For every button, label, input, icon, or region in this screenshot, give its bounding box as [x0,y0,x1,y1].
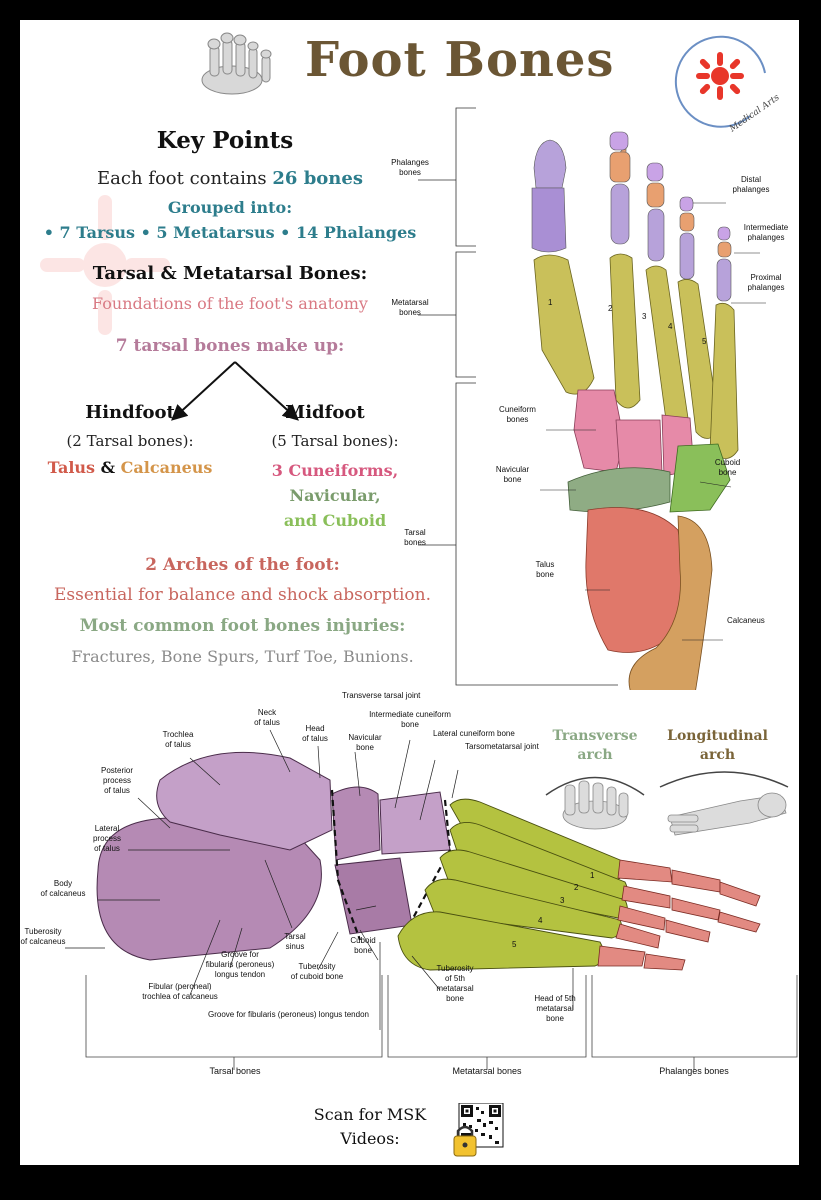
label-groove-bottom: Groove for fibularis (peroneus) longus t… [208,1010,369,1019]
qr-code-icon[interactable] [453,1103,505,1158]
talus-label: Talus [47,458,96,477]
foundations-text: Foundations of the foot's anatomy [92,294,368,313]
metatarsal-number-4: 4 [668,322,673,331]
bone-count-prefix: Each foot contains [97,168,273,189]
calcaneus-label: Calcaneus [120,458,213,477]
midfoot-bones: 3 Cuneiforms, Navicular, and Cuboid [250,458,420,533]
metatarsal-number-3: 3 [642,312,647,321]
bone-count-value: 26 bones [272,168,363,189]
injuries-text: Fractures, Bone Spurs, Turf Toe, Bunions… [71,647,414,666]
midfoot-title: Midfoot [285,402,365,423]
label-lateral-cuneiform: Lateral cuneiform bone [433,729,515,738]
arches-heading: 2 Arches of the foot: [145,555,340,575]
bone-groups: • 7 Tarsus • 5 Metatarsus • 14 Phalanges [43,223,417,242]
watermark-splash-icon [40,195,170,335]
lateral-foot-diagram [65,729,798,1070]
transverse-arch-bones-icon [562,780,629,830]
grouped-into: Grouped into: [167,198,293,217]
navicular-label: Navicular, [289,486,381,505]
arch-illustrations [545,771,789,836]
section-tarsal-bones: Tarsal bones [209,1066,261,1076]
metatarsal-number-5: 5 [702,337,707,346]
lateral-metatarsal-number-3: 3 [560,896,565,905]
longitudinal-arch-bones-icon [667,792,787,836]
branch-arrows [171,361,299,421]
section-phalanges-bones: Phalanges bones [659,1066,729,1076]
key-points-heading: Key Points [156,127,294,154]
injuries-heading: Most common foot bones injuries: [79,616,406,636]
foot-bones-icon [201,32,272,95]
arches-text: Essential for balance and shock absorpti… [53,585,432,605]
label-calcaneus: Calcaneus [727,616,765,625]
ampersand: & [95,458,121,477]
metatarsal-number-1: 1 [548,298,553,307]
seven-tarsal-text: 7 tarsal bones make up: [115,336,345,356]
lock-icon [453,1125,477,1157]
medical-arts-logo: Medical Arts [674,35,780,135]
lateral-metatarsal-number-5: 5 [512,940,517,949]
label-transverse-tarsal-joint: Transverse tarsal joint [342,691,421,700]
metatarsal-number-2: 2 [608,304,613,313]
label-fibular-trochlea: Fibular (peroneal)trochlea of calcaneus [142,982,218,1001]
hindfoot-bones: Talus & Calcaneus [35,458,225,477]
lateral-metatarsal-number-2: 2 [574,883,579,892]
tarsal-metatarsal-heading: Tarsal & Metatarsal Bones: [92,263,368,284]
bone-count-line: Each foot contains 26 bones [50,168,410,189]
page-title: Foot Bones [305,32,615,88]
cuboid-label: and Cuboid [283,511,387,530]
cuneiforms-label: 3 Cuneiforms, [271,461,399,480]
dorsal-foot-diagram [418,107,766,690]
poster: Foot Bones Medical Arts Key Points Each … [20,20,799,1165]
lateral-metatarsal-number-1: 1 [590,871,595,880]
midfoot-count: (5 Tarsal bones): [271,432,399,450]
label-tarsometatarsal-joint: Tarsometatarsal joint [465,742,539,751]
hindfoot-count: (2 Tarsal bones): [66,432,194,450]
section-metatarsal-bones: Metatarsal bones [452,1066,522,1076]
hindfoot-title: Hindfoot [85,402,175,423]
lateral-metatarsal-number-4: 4 [538,916,543,925]
